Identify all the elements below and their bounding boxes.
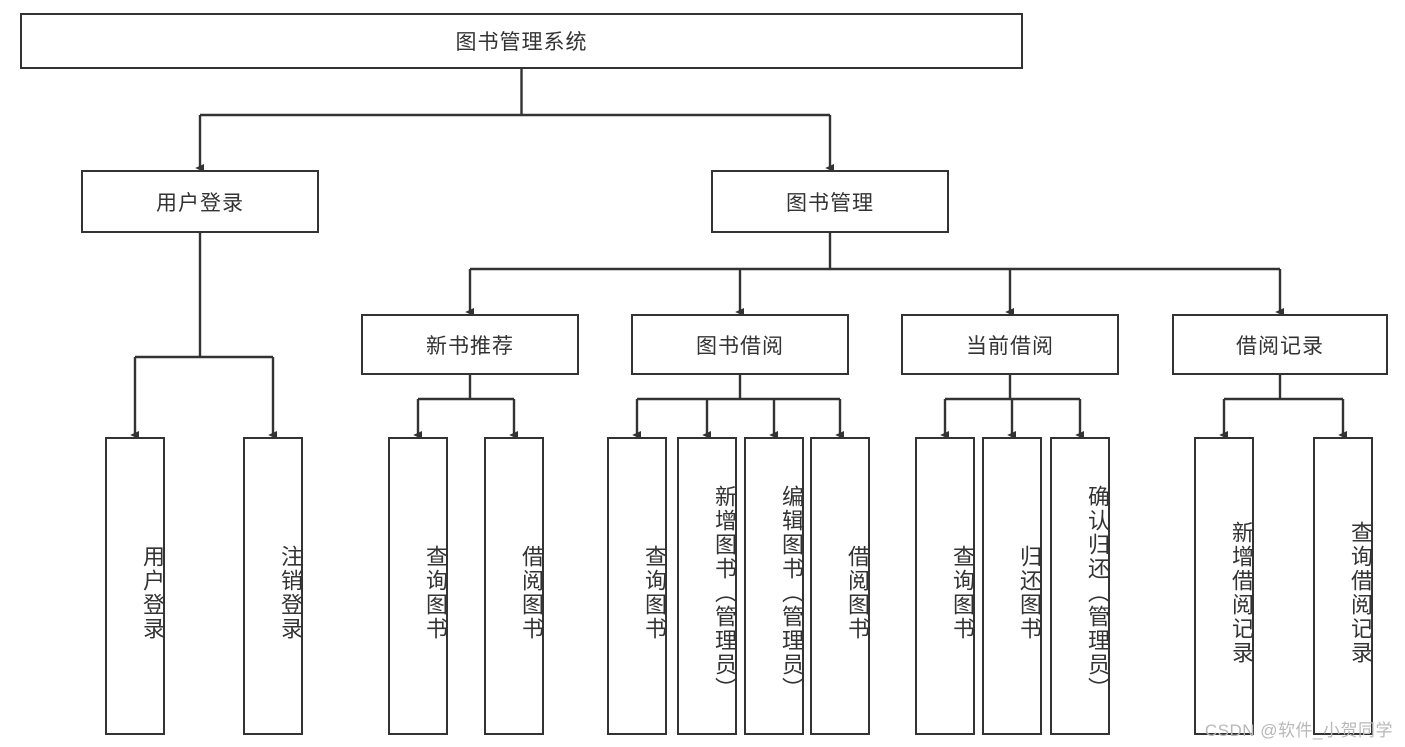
- node-borrow-record-label: 借阅记录: [1236, 334, 1324, 358]
- leaf-borrow-query-book-label: 查询图书: [642, 545, 667, 641]
- leaf-current-query-book-label: 查询图书: [950, 545, 975, 641]
- leaf-recommend-borrow-book[interactable]: 借阅图书: [484, 437, 544, 735]
- leaf-record-add-label: 新增借阅记录: [1229, 521, 1254, 665]
- node-current-borrow[interactable]: 当前借阅: [901, 314, 1119, 375]
- node-user-login-label: 用户登录: [156, 191, 244, 215]
- node-borrow-record[interactable]: 借阅记录: [1172, 314, 1388, 375]
- leaf-user-login[interactable]: 用户登录: [105, 437, 165, 735]
- node-book-borrow[interactable]: 图书借阅: [631, 314, 849, 375]
- leaf-current-return-book-label: 归还图书: [1017, 545, 1042, 641]
- node-new-book-recommend[interactable]: 新书推荐: [361, 314, 579, 375]
- leaf-current-confirm-return[interactable]: 确认归还（管理员）: [1050, 437, 1110, 735]
- node-book-manage-label: 图书管理: [786, 191, 874, 215]
- node-root[interactable]: 图书管理系统: [20, 13, 1023, 69]
- leaf-recommend-query-book-label: 查询图书: [423, 545, 448, 641]
- node-book-manage[interactable]: 图书管理: [711, 170, 949, 233]
- leaf-borrow-lend-book-label: 借阅图书: [845, 545, 870, 641]
- leaf-current-confirm-return-label: 确认归还（管理员）: [1085, 485, 1110, 701]
- leaf-user-logout-label: 注销登录: [278, 545, 303, 641]
- node-current-borrow-label: 当前借阅: [966, 334, 1054, 358]
- node-root-label: 图书管理系统: [455, 31, 588, 54]
- leaf-recommend-query-book[interactable]: 查询图书: [388, 437, 448, 735]
- leaf-borrow-query-book[interactable]: 查询图书: [607, 437, 667, 735]
- leaf-current-return-book[interactable]: 归还图书: [982, 437, 1042, 735]
- leaf-record-query-label: 查询借阅记录: [1348, 521, 1373, 665]
- node-book-borrow-label: 图书借阅: [696, 334, 784, 358]
- leaf-borrow-edit-book-label: 编辑图书（管理员）: [779, 485, 804, 701]
- leaf-record-add[interactable]: 新增借阅记录: [1194, 437, 1254, 735]
- leaf-record-query[interactable]: 查询借阅记录: [1313, 437, 1373, 735]
- leaf-recommend-borrow-book-label: 借阅图书: [519, 545, 544, 641]
- node-new-book-recommend-label: 新书推荐: [426, 334, 514, 358]
- leaf-borrow-add-book[interactable]: 新增图书（管理员）: [677, 437, 737, 735]
- leaf-user-logout[interactable]: 注销登录: [243, 437, 303, 735]
- leaf-current-query-book[interactable]: 查询图书: [915, 437, 975, 735]
- leaf-borrow-lend-book[interactable]: 借阅图书: [810, 437, 870, 735]
- leaf-user-login-label: 用户登录: [140, 545, 165, 641]
- leaf-borrow-edit-book[interactable]: 编辑图书（管理员）: [744, 437, 804, 735]
- node-user-login[interactable]: 用户登录: [81, 170, 319, 233]
- leaf-borrow-add-book-label: 新增图书（管理员）: [712, 485, 737, 701]
